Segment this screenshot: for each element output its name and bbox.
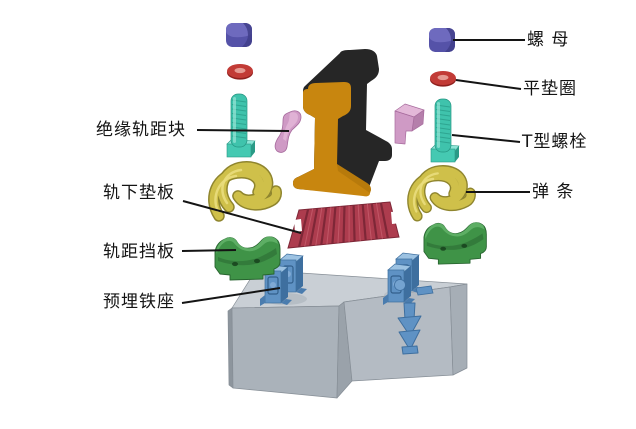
flat-washer-right: [430, 71, 456, 87]
concrete-block: [227, 269, 468, 399]
iron-seat-boss: [394, 279, 406, 291]
label-insulated-gauge-block: 绝缘轨距块: [96, 120, 186, 140]
rail-pad-notch-left: [294, 219, 302, 232]
concrete-block-right-face: [449, 283, 468, 376]
leader-line-iron-seat: [181, 287, 281, 304]
insulated-gauge-block-right: [394, 103, 425, 145]
spring-clip-left: [214, 167, 276, 216]
rail-pad-notch-right: [391, 211, 401, 224]
gauge-baffle-left: [214, 235, 281, 281]
leader-line-t-bolt: [451, 134, 521, 143]
leader-line-rail-pad: [182, 200, 302, 234]
leader-line-washer: [455, 79, 522, 90]
label-embedded-iron-seat: 预埋铁座: [103, 292, 175, 312]
label-rail-pad: 轨下垫板: [103, 183, 175, 203]
nut-left: [226, 23, 252, 47]
gauge-baffle-right: [423, 221, 487, 265]
flat-washer-left: [227, 64, 253, 80]
rail: [293, 49, 392, 197]
anchor-spike: [397, 302, 422, 355]
rail-pad: [287, 201, 401, 249]
nut-right: [429, 28, 455, 52]
rail-pad-rib-highlights: [304, 203, 383, 247]
rail-profile-face: [293, 82, 371, 197]
t-bolt-left: [226, 93, 256, 158]
label-flat-washer: 平垫圈: [523, 79, 577, 99]
label-gauge-baffle: 轨距挡板: [103, 242, 175, 262]
label-t-bolt: T型螺栓: [522, 132, 588, 152]
rail-pad-ribs: [298, 202, 389, 248]
rail-foot-shade: [337, 164, 371, 193]
label-nut: 螺 母: [527, 30, 570, 50]
leader-line-gauge-block: [196, 129, 290, 132]
t-bolt-right: [430, 98, 460, 163]
leader-lines: [181, 39, 530, 304]
iron-seat-arm: [415, 285, 434, 296]
embedded-iron-seats: [259, 252, 434, 355]
label-spring-clip: 弹 条: [532, 182, 575, 202]
leader-line-gauge-baffle: [181, 249, 237, 252]
spring-clip-right: [412, 170, 470, 216]
concrete-block-front-left-face: [231, 305, 340, 399]
